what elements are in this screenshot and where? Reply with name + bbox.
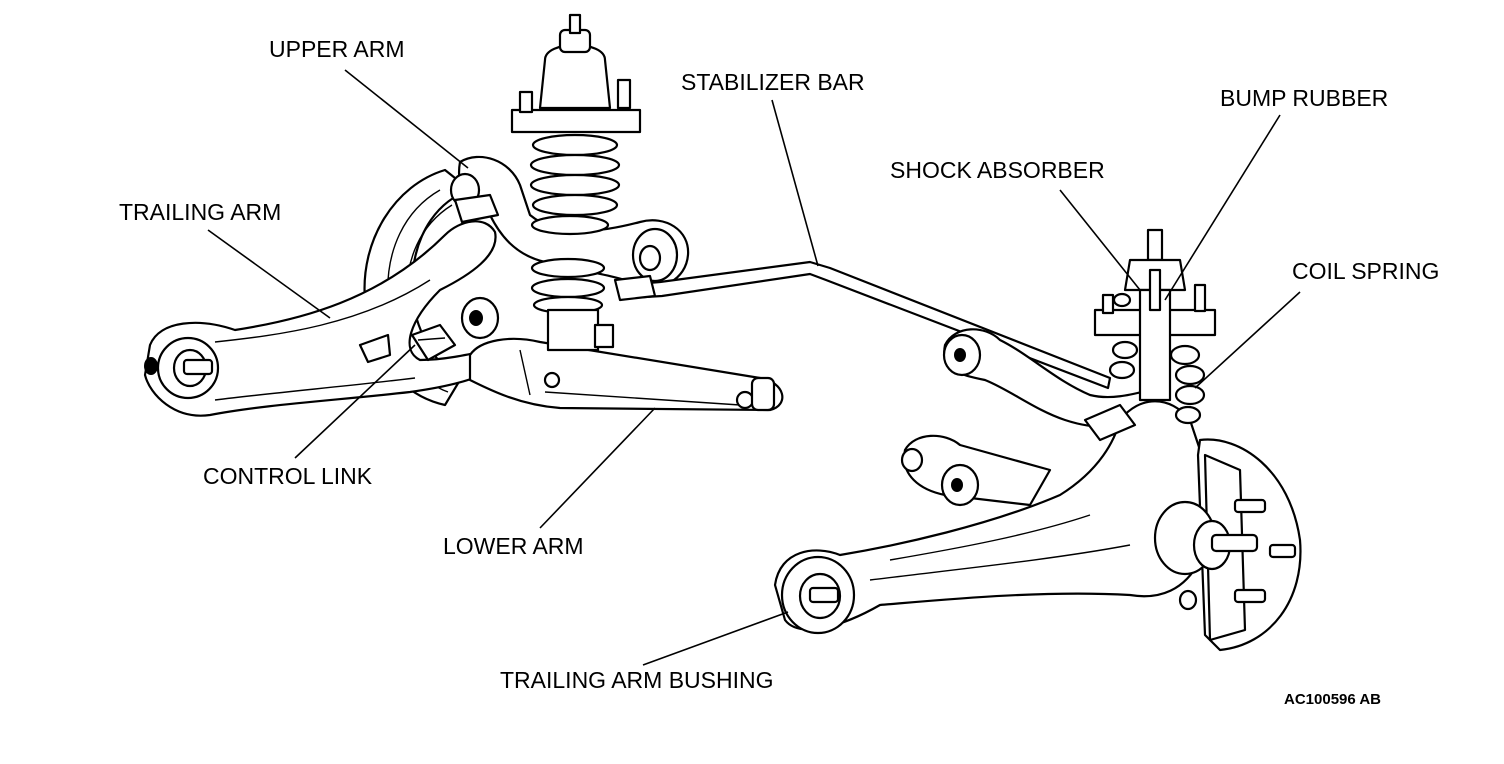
label-bump-rubber: BUMP RUBBER [1220, 85, 1388, 111]
label-trailing-arm: TRAILING ARM [119, 199, 281, 225]
label-trailing-arm-bushing: TRAILING ARM BUSHING [500, 667, 773, 693]
left-control-link [410, 323, 457, 362]
stabilizer-bar [613, 260, 1112, 390]
figure-code: AC100596 AB [1284, 691, 1381, 708]
left-upper-arm [457, 155, 690, 289]
left-coil-spring [510, 13, 642, 352]
label-stabilizer-bar: STABILIZER BAR [681, 69, 865, 95]
label-upper-arm: UPPER ARM [269, 36, 404, 62]
left-trailing-arm-bushing [144, 336, 220, 400]
left-lower-arm [468, 337, 784, 412]
label-lower-arm: LOWER ARM [443, 533, 584, 559]
right-trailing-arm-bushing [780, 555, 856, 635]
right-lower-arm [903, 434, 1052, 507]
leader-lines [207, 69, 1301, 666]
right-trailing-arm [773, 400, 1212, 631]
label-control-link: CONTROL LINK [203, 463, 373, 489]
label-coil-spring: COIL SPRING [1292, 258, 1439, 284]
right-coil-spring [1108, 292, 1206, 425]
label-shock-absorber: SHOCK ABSORBER [890, 157, 1105, 183]
right-suspension-assembly [773, 228, 1302, 652]
right-shock-absorber [1093, 228, 1217, 402]
callout-labels: UPPER ARM STABILIZER BAR BUMP RUBBER SHO… [119, 36, 1439, 708]
right-hub-assembly [1153, 438, 1302, 652]
